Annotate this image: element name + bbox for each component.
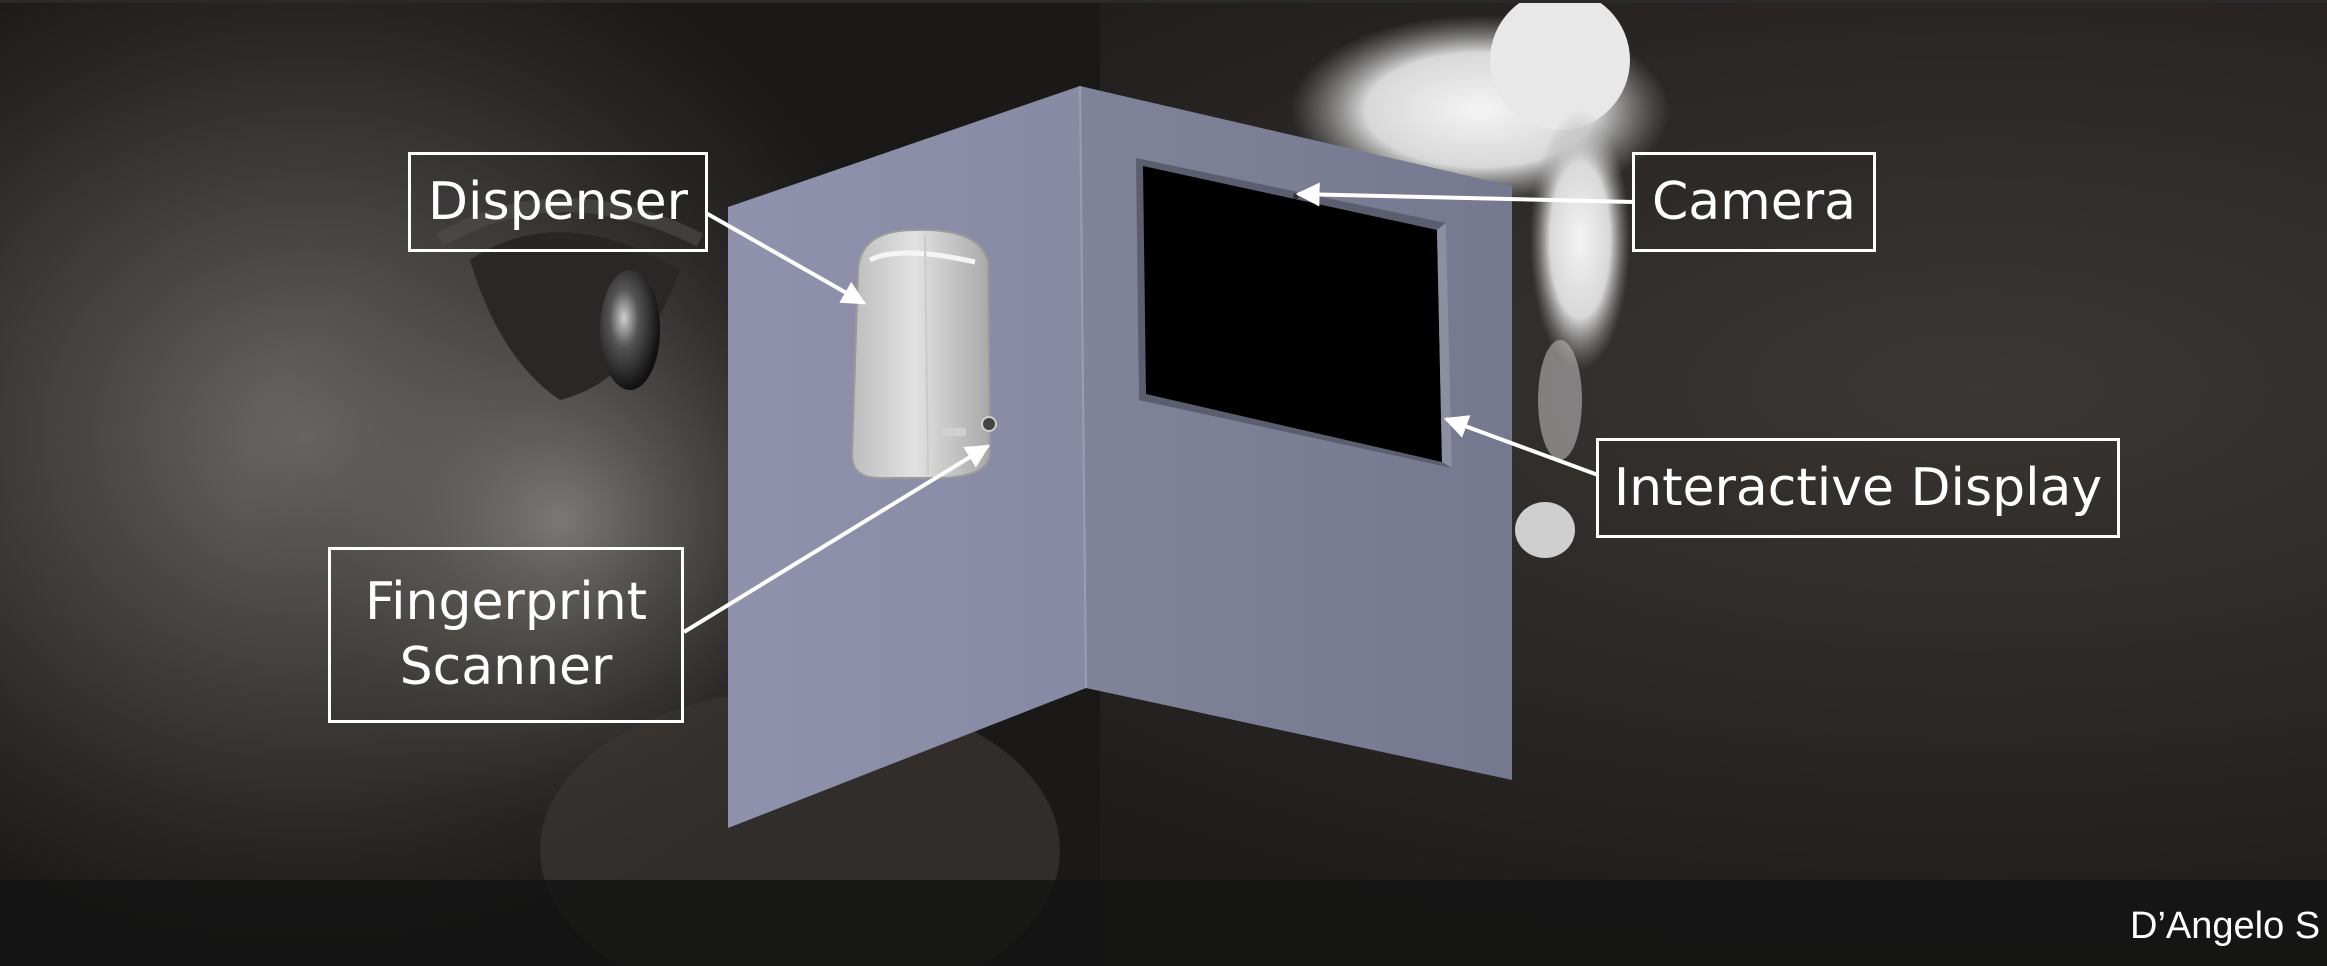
- callout-camera-label: Camera: [1652, 170, 1856, 235]
- callout-dispenser-label: Dispenser: [428, 170, 688, 235]
- callout-interactive-display-label: Interactive Display: [1614, 456, 2102, 521]
- footer-credit: D’Angelo S: [2130, 905, 2320, 948]
- callout-interactive-display: Interactive Display: [1596, 438, 2120, 538]
- callout-dispenser: Dispenser: [408, 152, 708, 252]
- callout-fingerprint-label-line2: Scanner: [400, 635, 613, 700]
- footer-bar: [0, 880, 2327, 966]
- callout-fingerprint-label-line1: Fingerprint: [365, 570, 647, 635]
- fingerprint-button-icon: [982, 417, 996, 431]
- dispenser-unit: [852, 230, 996, 478]
- callout-camera: Camera: [1632, 152, 1876, 252]
- callout-fingerprint-scanner: Fingerprint Scanner: [328, 547, 684, 723]
